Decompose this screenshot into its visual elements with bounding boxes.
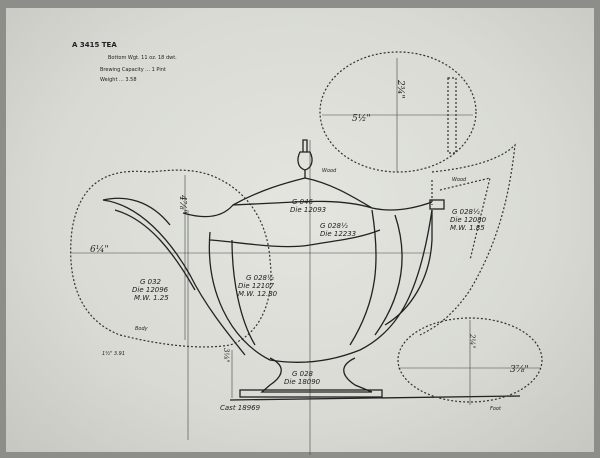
cast-label: Cast 18969: [220, 404, 261, 412]
handle-height-dim: 4⅞": [177, 194, 187, 214]
base-line: [229, 395, 521, 401]
handle-joint: [429, 199, 445, 210]
wood-label-handle: Wood: [452, 177, 467, 183]
die-number: Die 18090: [284, 378, 321, 386]
spout-label: G 032 Die 12096 M.W. 1.25: [132, 278, 169, 302]
part-code: G 032: [140, 278, 162, 286]
lid-width-dim: 5½": [352, 113, 371, 124]
body-rib: [374, 214, 403, 336]
body-label: G 028½ Die 12107 M.W. 12.80: [238, 274, 278, 298]
foot-width-dim: 3⅞": [510, 365, 529, 375]
die-number: Die 12080: [450, 216, 487, 224]
spout-outer: [102, 199, 246, 356]
die-number: Die 12107: [238, 282, 275, 290]
lid-finial: [297, 139, 313, 178]
body-rib: [349, 209, 377, 346]
base-plate: [239, 389, 383, 398]
body-rib: [231, 239, 256, 346]
base-height-dim: 3⅛": [222, 348, 230, 362]
body-outline: [208, 209, 433, 363]
header-line2: Brewing Capacity ... 1 Pint: [100, 67, 166, 73]
part-code: G 046: [292, 198, 314, 206]
metal-weight: M.W. 1.25: [134, 294, 169, 302]
foot-pattern-ellipse: [397, 317, 543, 403]
side-mark: 1½" 3.91: [102, 350, 125, 357]
handle-label: G 028½ Die 12080 M.W. 1.85: [450, 208, 487, 232]
part-code: G 028½: [246, 274, 274, 282]
header-line3: Weight ... 3.58: [100, 77, 137, 83]
die-number: Die 12096: [132, 286, 169, 294]
lid-height-dim: 2¾": [395, 79, 406, 99]
header-title: A 3415 TEA: [72, 41, 117, 49]
spout-tip: [102, 197, 171, 226]
drawing-sheet: [6, 8, 594, 452]
lid-label: G 046 Die 12093: [290, 198, 326, 214]
foot-tag: Foot: [490, 406, 502, 412]
handle-width-dim: 6¼": [90, 244, 109, 255]
part-code: G 028: [292, 370, 314, 378]
rim-line: [182, 200, 433, 218]
wood-label-finial: Wood: [322, 168, 337, 174]
spout-inner: [114, 209, 196, 291]
part-code: G 028½: [452, 208, 480, 216]
handle-curve: [384, 210, 433, 326]
foot-label: G 028 Die 18090: [284, 370, 321, 386]
foot-height-dim: 2¼": [468, 333, 476, 348]
part-code: G 028½: [320, 222, 348, 230]
die-number: Die 12233: [320, 230, 356, 238]
handle-pattern-outline: [419, 143, 516, 336]
shoulder-line: [209, 229, 381, 248]
handle-construction: [431, 177, 491, 261]
shoulder-label: G 028½ Die 12233: [320, 222, 356, 238]
metal-weight: M.W. 12.80: [238, 290, 278, 298]
lid-pattern-ellipse: [319, 51, 477, 173]
header-line1: Bottom Wgt. 11 oz. 18 dwt.: [108, 55, 177, 61]
spout-pattern-outline: [70, 169, 272, 348]
pedestal: [260, 357, 373, 393]
die-number: Die 12093: [290, 206, 326, 214]
lid-strip-outline: [447, 77, 457, 154]
body-tag: Body: [135, 326, 149, 332]
metal-weight: M.W. 1.85: [450, 224, 485, 232]
